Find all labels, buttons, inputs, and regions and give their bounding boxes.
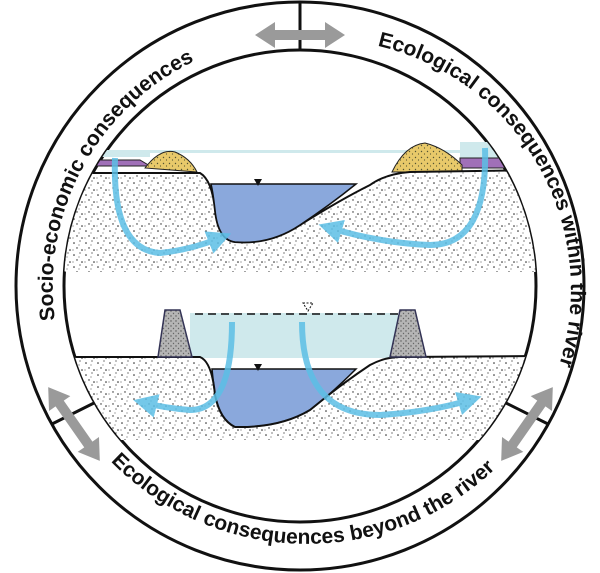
double-arrow-icon-left bbox=[48, 387, 100, 461]
inner-ring bbox=[62, 48, 538, 524]
double-arrow-icon-right bbox=[501, 387, 553, 461]
cross-section-natural bbox=[64, 142, 536, 272]
cross-section-diked bbox=[64, 302, 536, 440]
divider-left bbox=[51, 401, 95, 426]
outer-ring bbox=[14, 0, 586, 572]
divider-right bbox=[505, 401, 549, 426]
double-arrow-icon-top bbox=[255, 22, 345, 48]
